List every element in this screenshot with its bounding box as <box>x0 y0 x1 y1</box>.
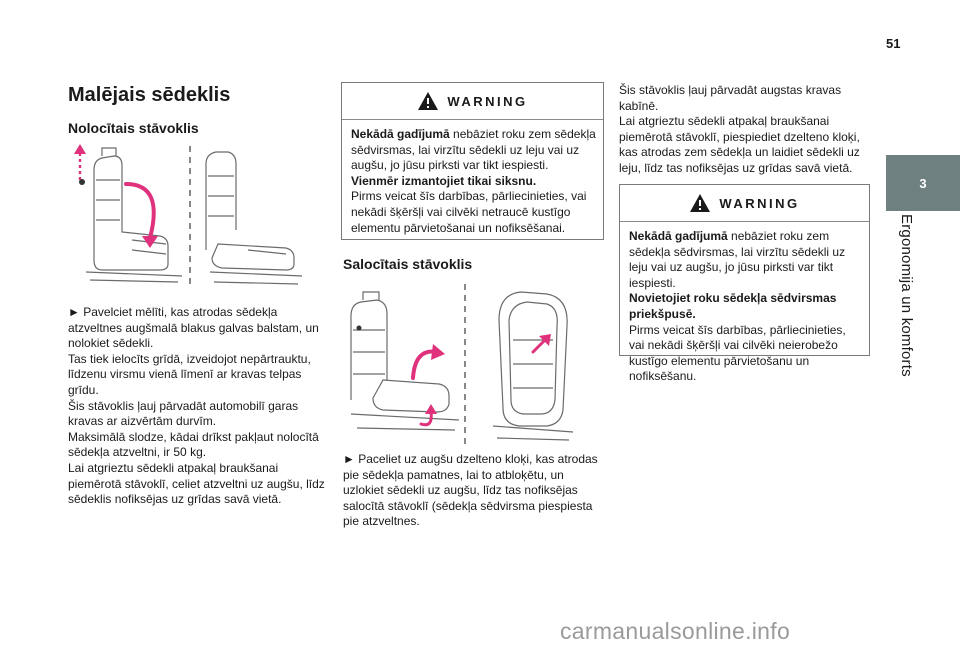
folded-note: Lai atgrieztu sēdekli atpakaļ braukšanai… <box>68 460 325 507</box>
chapter-title: Ergonomija un komforts <box>898 214 915 377</box>
tumbled-step: ► Paceliet uz augšu dzelteno kloķi, kas … <box>343 452 598 529</box>
page-title: Malējais sēdeklis <box>68 84 231 106</box>
warning-text: Pirms veicat šīs darbības, pārliecinieti… <box>629 322 846 384</box>
page-number: 51 <box>886 36 901 51</box>
warning-lead: Nekādā gadījumā <box>629 229 728 243</box>
section-heading-tumbled: Salocītais stāvoklis <box>343 256 473 272</box>
folded-note: Tas tiek ielocīts grīdā, izveidojot nepā… <box>68 351 311 397</box>
warning-box-2: WARNING Nekādā gadījumā nebāziet roku ze… <box>619 184 870 383</box>
seat-tumbling-illustration <box>350 284 574 444</box>
warning-text: nebāziet roku zem sēdekļa sēdvirsmas, la… <box>629 229 846 290</box>
folded-step: ► Pavelciet mēlīti, kas atrodas sēdekļa … <box>68 305 319 351</box>
warning-text: nebāziet roku zem sēdekļa sēdvirsmas, la… <box>351 127 596 173</box>
chapter-tab[interactable]: 3 <box>886 155 960 211</box>
warning-title: WARNING <box>719 195 800 211</box>
folded-note: Šis stāvoklis ļauj pārvadāt automobilī g… <box>68 398 299 429</box>
warning-triangle-icon <box>418 92 439 110</box>
warning-triangle-icon <box>690 194 711 212</box>
seat-folding-illustration <box>74 144 303 286</box>
warning-body: Nekādā gadījumā nebāziet roku zem sēdekļ… <box>342 120 603 236</box>
warning-emphasis: Vienmēr izmantojiet tikai siksnu. <box>351 173 537 188</box>
col3-paragraph: Lai atgrieztu sēdekli atpakaļ braukšanai… <box>619 114 860 175</box>
folded-note: Maksimālā slodze, kādai drīkst pakļaut n… <box>68 429 319 460</box>
warning-title: WARNING <box>447 93 528 109</box>
section-heading-folded: Nolocītais stāvoklis <box>68 120 199 136</box>
warning-lead: Nekādā gadījumā <box>351 127 450 141</box>
warning-box-1: WARNING Nekādā gadījumā nebāziet roku ze… <box>341 82 604 240</box>
tumbled-return-text: Šis stāvoklis ļauj pārvadāt augstas krav… <box>619 83 869 177</box>
warning-text: Pirms veicat šīs darbības, pārliecinieti… <box>351 189 587 235</box>
watermark: carmanualsonline.info <box>560 618 791 644</box>
warning-body: Nekādā gadījumā nebāziet roku zem sēdekļ… <box>620 222 869 385</box>
col3-paragraph: Šis stāvoklis ļauj pārvadāt augstas krav… <box>619 83 842 113</box>
tumbled-instructions: ► Paceliet uz augšu dzelteno kloķi, kas … <box>343 452 601 530</box>
folded-instructions: ► Pavelciet mēlīti, kas atrodas sēdekļa … <box>68 305 326 508</box>
warning-emphasis: Novietojiet roku sēdekļa sēdvirsmas prie… <box>629 291 837 321</box>
warning-header: WARNING <box>342 83 603 120</box>
chapter-number: 3 <box>919 175 927 191</box>
warning-header: WARNING <box>620 185 869 222</box>
